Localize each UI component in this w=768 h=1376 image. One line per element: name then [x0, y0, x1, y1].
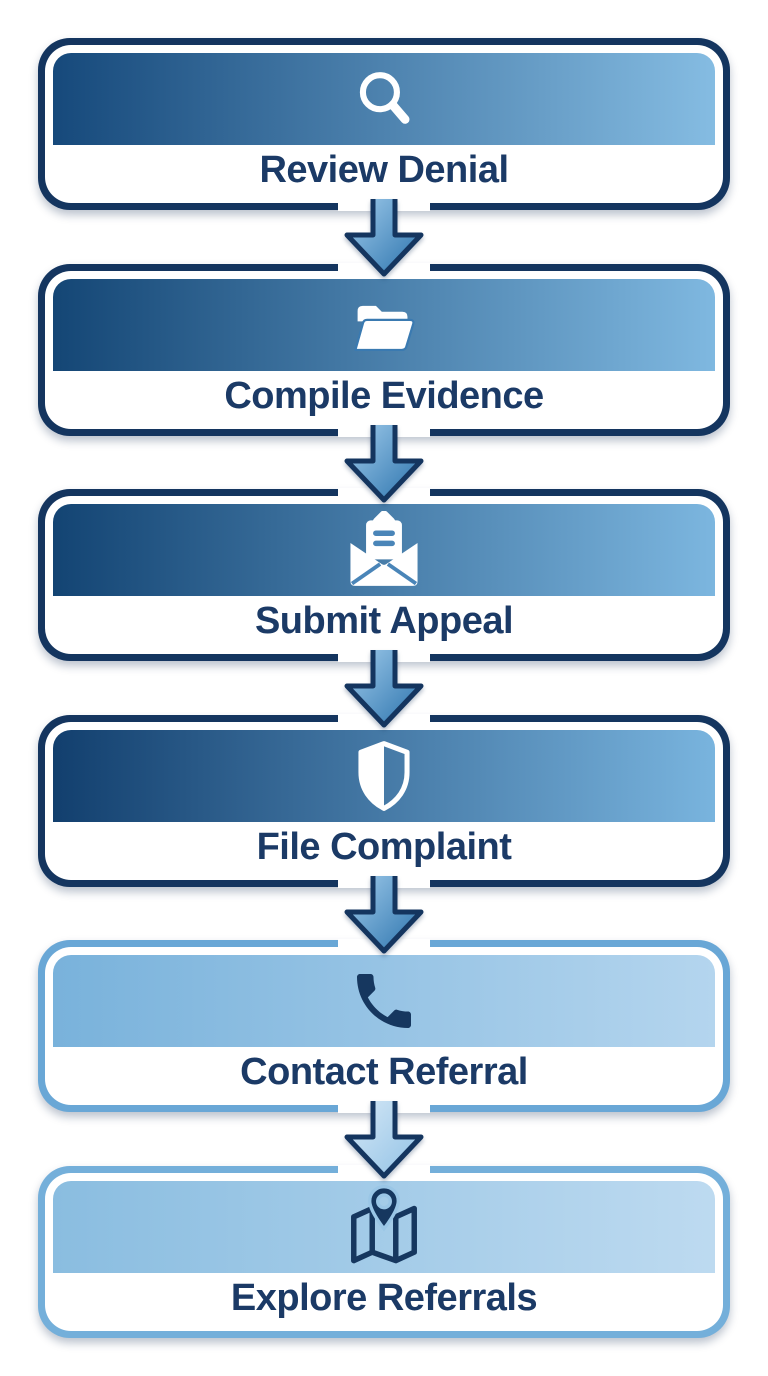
step-header	[53, 955, 715, 1047]
step-compile-evidence: Compile Evidence	[38, 263, 730, 437]
step-header	[53, 279, 715, 371]
down-arrow-icon	[344, 650, 424, 728]
step-review-denial: Review Denial	[38, 38, 730, 211]
open-envelope-letter-icon	[350, 511, 418, 586]
step-label-area: File Complaint	[53, 822, 715, 872]
step-label-area: Contact Referral	[53, 1047, 715, 1097]
step-label-area: Explore Referrals	[53, 1273, 715, 1323]
step-label: Compile Evidence	[224, 374, 544, 417]
step-content: File Complaint	[53, 730, 715, 872]
down-arrow-icon	[344, 199, 424, 277]
step-content: Submit Appeal	[53, 504, 715, 646]
step-label: Review Denial	[259, 148, 509, 191]
shield-icon	[358, 741, 410, 811]
step-content: Explore Referrals	[53, 1181, 715, 1323]
step-label: Contact Referral	[240, 1050, 528, 1093]
step-content: Compile Evidence	[53, 279, 715, 421]
phone-handset-icon	[357, 974, 411, 1028]
step-label: Submit Appeal	[254, 599, 514, 642]
step-submit-appeal: Submit Appeal	[38, 488, 730, 662]
step-header	[53, 730, 715, 822]
magnifier-icon	[359, 72, 410, 124]
step-contact-referral: Contact Referral	[38, 939, 730, 1113]
down-arrow-icon	[344, 1101, 424, 1179]
step-label-area: Review Denial	[53, 145, 715, 195]
flow-arrow-down	[334, 199, 434, 279]
step-explore-referrals: Explore Referrals	[38, 1165, 730, 1338]
step-label: File Complaint	[256, 825, 512, 868]
open-folder-icon	[354, 305, 415, 352]
step-label-area: Compile Evidence	[53, 371, 715, 421]
step-header	[53, 1181, 715, 1273]
step-content: Contact Referral	[53, 955, 715, 1097]
step-content: Review Denial	[53, 53, 715, 195]
step-label-area: Submit Appeal	[53, 596, 715, 646]
flow-arrow-down	[334, 876, 434, 956]
flow-arrow-down	[334, 650, 434, 730]
down-arrow-icon	[344, 425, 424, 503]
flow-arrow-down	[334, 425, 434, 505]
step-file-complaint: File Complaint	[38, 714, 730, 888]
map-with-pin-icon	[351, 1185, 417, 1264]
step-header	[53, 53, 715, 145]
step-header	[53, 504, 715, 596]
down-arrow-icon	[344, 876, 424, 954]
flow-arrow-down	[334, 1101, 434, 1181]
step-label: Explore Referrals	[230, 1276, 538, 1319]
